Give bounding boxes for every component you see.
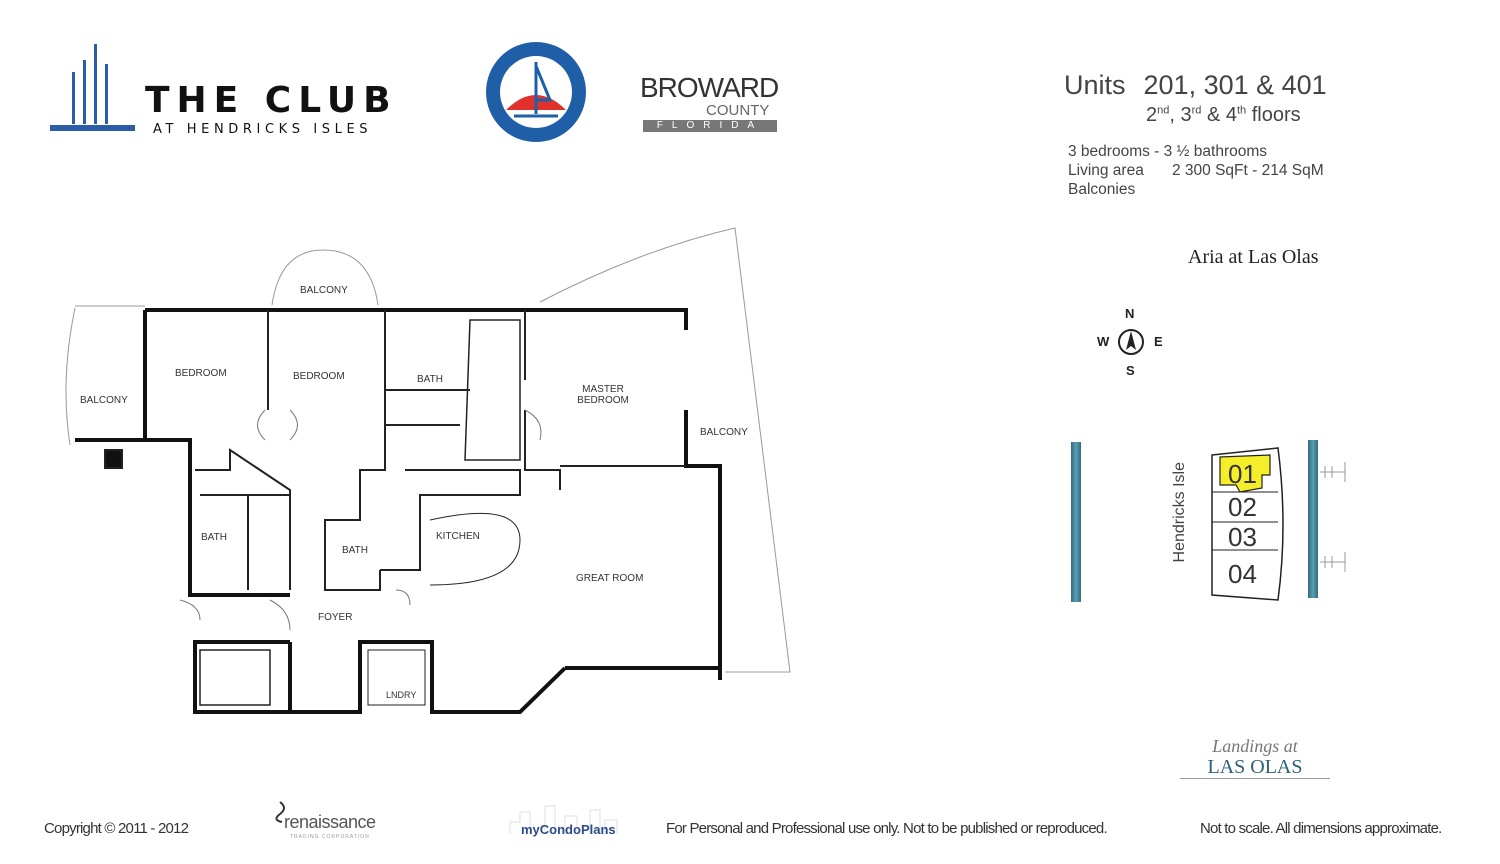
landings-logo: Landings at LAS OLAS [1180, 736, 1330, 782]
club-bars-icon [50, 44, 135, 131]
compass: N S W E [1097, 306, 1163, 378]
room-bedroom-2: BEDROOM [293, 371, 345, 382]
site-unit-01: 01 [1228, 459, 1257, 489]
unit-numbers: 201, 301 & 401 [1143, 70, 1327, 100]
site-plan: Hendricks Isle 01 02 03 04 [1060, 430, 1360, 610]
scale-notice: Not to scale. All dimensions approximate… [1200, 820, 1442, 837]
room-bath-left: BATH [201, 532, 227, 543]
room-laundry: LNDRY [386, 690, 417, 700]
room-balcony-top: BALCONY [300, 285, 348, 296]
city-seal [484, 40, 588, 144]
site-unit-04: 04 [1228, 559, 1257, 589]
room-balcony-left: BALCONY [80, 395, 128, 406]
building-name: Aria at Las Olas [1188, 246, 1319, 268]
canal-right [1308, 440, 1318, 598]
floor-plan: BALCONY BALCONY BALCONY BEDROOM BEDROOM … [0, 0, 800, 760]
room-bath-top: BATH [417, 374, 443, 385]
room-great-room: GREAT ROOM [576, 573, 644, 584]
room-foyer: FOYER [318, 612, 353, 623]
renaissance-swirl-icon [275, 801, 285, 823]
logo-title: THE CLUB [145, 80, 398, 121]
spec-rooms: 3 bedrooms - 3 ½ bathrooms [1068, 143, 1268, 160]
units-heading: Units 201, 301 & 401 [1064, 70, 1327, 101]
room-bath-mid: BATH [342, 545, 368, 556]
room-balcony-right: BALCONY [700, 427, 748, 438]
compass-arrow-icon [1118, 329, 1144, 355]
renaissance-logo: renaissance TRADING CORPORATION [272, 800, 402, 842]
room-kitchen: KITCHEN [436, 531, 480, 542]
usage-notice: For Personal and Professional use only. … [666, 820, 1108, 837]
room-bedroom-1: BEDROOM [175, 368, 227, 379]
canal-left [1071, 442, 1081, 602]
units-label: Units [1064, 70, 1126, 100]
broward-county-logo: BROWARD COUNTY FLORIDA [640, 72, 779, 132]
the-club-logo [50, 42, 140, 134]
copyright: Copyright © 2011 - 2012 [44, 820, 189, 837]
site-unit-02: 02 [1228, 492, 1257, 522]
logo-subtitle: AT HENDRICKS ISLES [153, 122, 373, 137]
site-unit-03: 03 [1228, 522, 1257, 552]
floors-text: 2nd, 3rd & 4th floors [1146, 104, 1301, 126]
spec-balconies: Balconies [1068, 181, 1136, 198]
room-master-bedroom: MASTER BEDROOM [577, 384, 629, 406]
mycondoplans-logo: myCondoPlans [505, 800, 635, 840]
skyline-icon [509, 805, 618, 834]
